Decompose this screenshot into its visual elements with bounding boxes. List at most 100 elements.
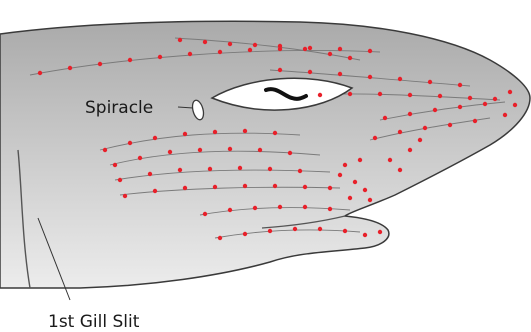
pore-dot	[303, 205, 307, 209]
pore-dot	[218, 236, 222, 240]
pore-dot	[268, 167, 272, 171]
pore-dot	[243, 184, 247, 188]
pore-dot	[213, 185, 217, 189]
pore-dot	[243, 129, 247, 133]
pore-dot	[178, 38, 182, 42]
pore-dot	[338, 72, 342, 76]
pore-dot	[328, 207, 332, 211]
pore-dot	[318, 227, 322, 231]
pore-dot	[113, 163, 117, 167]
spiracle-label: Spiracle	[85, 98, 153, 118]
pore-dot	[228, 208, 232, 212]
pore-dot	[178, 168, 182, 172]
pore-dot	[328, 186, 332, 190]
pore-dot	[363, 233, 367, 237]
pore-dot	[408, 148, 412, 152]
pore-dot	[248, 48, 252, 52]
pore-dot	[503, 113, 507, 117]
pore-dot	[218, 50, 222, 54]
pore-dot	[228, 42, 232, 46]
pore-dot	[228, 147, 232, 151]
pore-dot	[183, 186, 187, 190]
pore-dot	[368, 75, 372, 79]
pore-dot	[168, 150, 172, 154]
pore-dot	[158, 55, 162, 59]
pore-dot	[303, 185, 307, 189]
pore-dot	[348, 56, 352, 60]
pore-dot	[203, 212, 207, 216]
shark-head	[0, 21, 530, 288]
pore-dot	[203, 40, 207, 44]
pore-dot	[153, 189, 157, 193]
pore-dot	[98, 62, 102, 66]
pore-dot	[238, 166, 242, 170]
pore-dot	[418, 138, 422, 142]
pore-dot	[213, 130, 217, 134]
pore-dot	[423, 126, 427, 130]
pore-dot	[508, 90, 512, 94]
pore-dot	[483, 102, 487, 106]
pore-dot	[388, 158, 392, 162]
pore-dot	[398, 168, 402, 172]
pore-dot	[183, 132, 187, 136]
pore-dot	[398, 77, 402, 81]
gill-slit-label: 1st Gill Slit	[48, 312, 140, 332]
pore-dot	[353, 180, 357, 184]
pore-dot	[368, 198, 372, 202]
pore-dot	[128, 141, 132, 145]
pore-dot	[278, 44, 282, 48]
pore-dot	[253, 206, 257, 210]
pore-dot	[188, 52, 192, 56]
pore-dot	[438, 94, 442, 98]
pore-dot	[268, 229, 272, 233]
pore-dot	[298, 169, 302, 173]
pore-dot	[363, 188, 367, 192]
pore-dot	[513, 103, 517, 107]
pore-dot	[328, 52, 332, 56]
pore-dot	[278, 68, 282, 72]
pore-dot	[118, 178, 122, 182]
pore-dot	[243, 232, 247, 236]
pore-dot	[148, 172, 152, 176]
pore-dot	[343, 163, 347, 167]
pore-dot	[153, 136, 157, 140]
pore-dot	[428, 80, 432, 84]
pore-dot	[128, 58, 132, 62]
pore-dot	[273, 131, 277, 135]
pore-dot	[383, 116, 387, 120]
pore-dot	[408, 112, 412, 116]
pore-dot	[458, 105, 462, 109]
pore-dot	[303, 47, 307, 51]
pore-dot	[348, 196, 352, 200]
pore-dot	[373, 136, 377, 140]
pore-dot	[293, 227, 297, 231]
pore-dot	[288, 151, 292, 155]
pore-dot	[123, 194, 127, 198]
pore-dot	[198, 148, 202, 152]
pore-dot	[468, 96, 472, 100]
pore-dot	[368, 49, 372, 53]
pore-dot	[278, 205, 282, 209]
pore-dot	[103, 148, 107, 152]
pore-dot	[348, 92, 352, 96]
pore-dot	[258, 148, 262, 152]
pore-dot	[253, 43, 257, 47]
pore-dot	[378, 230, 382, 234]
pore-dot	[208, 167, 212, 171]
pore-dot	[38, 71, 42, 75]
pore-dot	[473, 119, 477, 123]
pore-dot	[458, 83, 462, 87]
pore-dot	[138, 156, 142, 160]
pore-dot	[408, 93, 412, 97]
pore-dot	[358, 158, 362, 162]
pore-dot	[448, 123, 452, 127]
pore-dot	[273, 184, 277, 188]
pore-dot	[433, 108, 437, 112]
pore-dot	[338, 47, 342, 51]
pore-dot	[318, 93, 322, 97]
pore-dot	[378, 92, 382, 96]
pore-dot	[493, 97, 497, 101]
pore-dot	[398, 130, 402, 134]
